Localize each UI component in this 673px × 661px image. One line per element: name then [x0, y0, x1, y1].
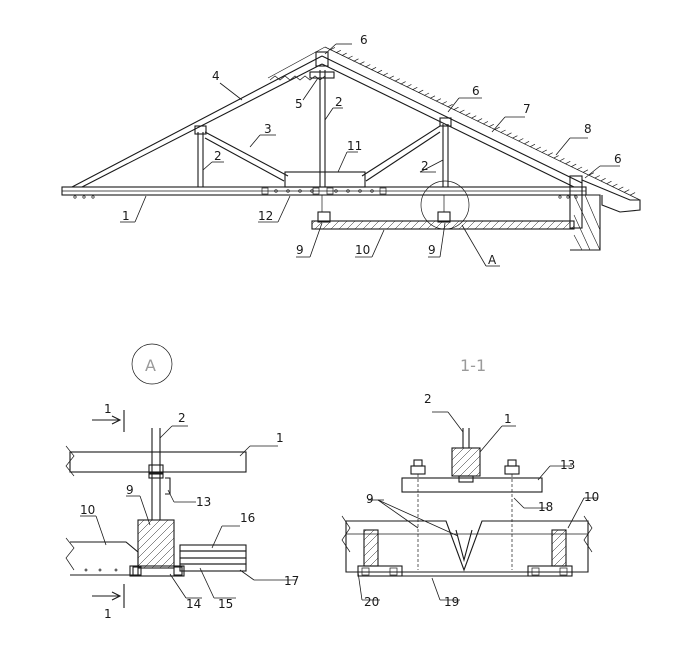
- ridge-block: [315, 51, 329, 67]
- detail-callout-15: 15: [218, 597, 233, 611]
- bolts: [410, 459, 520, 570]
- ceiling-joists: [311, 195, 575, 230]
- callout-2-left: 2: [214, 149, 222, 163]
- section-callout-20: 20: [364, 595, 379, 609]
- post-right: [439, 117, 452, 187]
- callout-1: 1: [122, 209, 130, 223]
- section-callouts: 2 1 13 9 18 10 20 19: [357, 392, 599, 609]
- diagonal-left: [204, 131, 289, 182]
- top-chord-left: [71, 55, 323, 188]
- callout-2-right: 2: [421, 159, 429, 173]
- top-chord-right: [321, 55, 583, 188]
- section-callout-10: 10: [584, 490, 599, 504]
- detail-callout-1: 1: [276, 431, 284, 445]
- detail-a: A: [65, 343, 247, 621]
- callout-10: 10: [355, 243, 370, 257]
- detail-callout-9: 9: [126, 483, 134, 497]
- section-callout-18: 18: [538, 500, 553, 514]
- section-callout-13: 13: [560, 458, 575, 472]
- callout-5: 5: [295, 97, 303, 111]
- center-plate: [284, 171, 366, 188]
- detail-callout-10: 10: [80, 503, 95, 517]
- section-cut-top: 1: [92, 402, 125, 432]
- detail-callout-14: 14: [186, 597, 201, 611]
- callout-3: 3: [264, 122, 272, 136]
- section-cut-bottom-label: 1: [104, 607, 112, 621]
- detail-callout-2: 2: [178, 411, 186, 425]
- top-callouts: 6 4 5 2 6 7 8 6 3 2 11 2 1 12 9 10 9: [120, 33, 622, 267]
- detail-rod: [148, 428, 164, 520]
- diagonal-right: [361, 125, 441, 182]
- truss-elevation: [61, 46, 641, 251]
- callout-12: 12: [258, 209, 273, 223]
- king-post: [309, 70, 335, 187]
- detail-a-callouts: 2 1 13 9 10 16 17 14 15: [80, 411, 299, 611]
- tile-teeth-right: [329, 47, 636, 196]
- callout-2-center: 2: [335, 95, 343, 109]
- callout-11: 11: [347, 139, 362, 153]
- callout-8: 8: [584, 122, 592, 136]
- detail-callout-13: 13: [196, 495, 211, 509]
- detail-bottom-chord: [69, 451, 247, 473]
- detail-callout-17: 17: [284, 574, 299, 588]
- section-callout-9: 9: [366, 492, 374, 506]
- bottom-chord: [61, 186, 587, 199]
- eave-wall: [569, 175, 641, 251]
- section-title: 1-1: [460, 356, 486, 375]
- detail-a-label: A: [145, 356, 156, 375]
- detail-callout-16: 16: [240, 511, 255, 525]
- callout-4: 4: [212, 69, 220, 83]
- section-1-1: 1-1: [341, 356, 593, 577]
- post-left: [194, 125, 207, 187]
- section-cut-bottom: 1: [92, 584, 125, 621]
- callout-7: 7: [523, 102, 531, 116]
- detail-a-marker: [131, 343, 173, 385]
- section-callout-2: 2: [424, 392, 432, 406]
- callout-6-mid: 6: [472, 84, 480, 98]
- callout-a: A: [488, 253, 497, 267]
- section-cut-top-label: 1: [104, 402, 112, 416]
- callout-6-ridge: 6: [360, 33, 368, 47]
- callout-6-eave: 6: [614, 152, 622, 166]
- section-callout-19: 19: [444, 595, 459, 609]
- section-callout-1: 1: [504, 412, 512, 426]
- callout-9-left: 9: [296, 243, 304, 257]
- callout-9-right: 9: [428, 243, 436, 257]
- splice-bolts: [261, 187, 387, 195]
- detail-a-circle: [420, 180, 470, 230]
